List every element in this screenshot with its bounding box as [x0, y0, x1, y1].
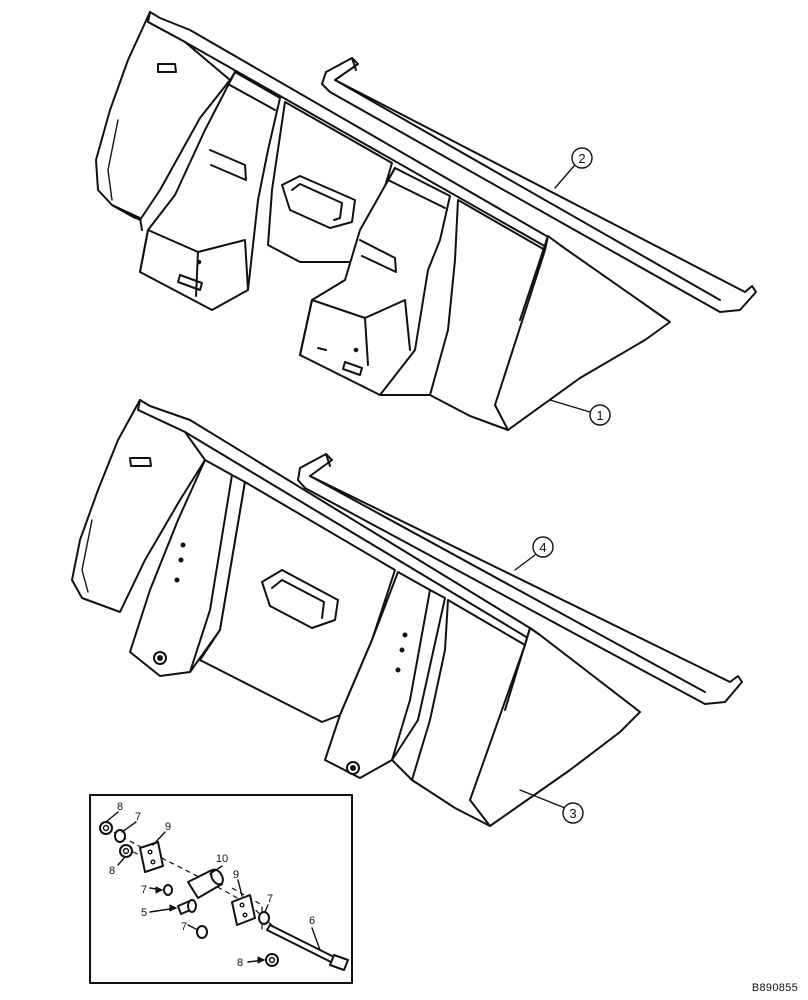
callout-3: 3 [519, 789, 584, 824]
bucket-1 [95, 11, 671, 431]
hardware-detail [89, 794, 353, 984]
cutting-edge-2 [321, 57, 757, 313]
bucket-3 [71, 399, 641, 827]
callout-10: 10 [216, 853, 228, 865]
callout-8-bottom: 8 [237, 957, 243, 969]
callout-8-top: 8 [117, 801, 123, 813]
callout-6: 6 [309, 915, 315, 927]
callout-2: 2 [554, 147, 593, 189]
callout-1: 1 [549, 399, 611, 426]
callout-8-left: 8 [109, 865, 115, 877]
callout-3-label: 3 [569, 806, 576, 821]
callout-7-right: 7 [267, 893, 273, 905]
callout-5: 5 [141, 907, 147, 919]
callout-4: 4 [514, 536, 554, 571]
callout-4-label: 4 [539, 540, 546, 555]
drawing-code: B890855 [751, 982, 798, 994]
cutting-edge-4 [297, 453, 743, 705]
callout-9-right: 9 [233, 869, 239, 881]
callout-9-left: 9 [165, 821, 171, 833]
callout-1-label: 1 [596, 408, 603, 423]
callout-2-label: 2 [578, 151, 585, 166]
callout-7-top: 7 [135, 811, 141, 823]
callout-7-mid: 7 [141, 884, 147, 896]
callout-7-bottom: 7 [181, 921, 187, 933]
